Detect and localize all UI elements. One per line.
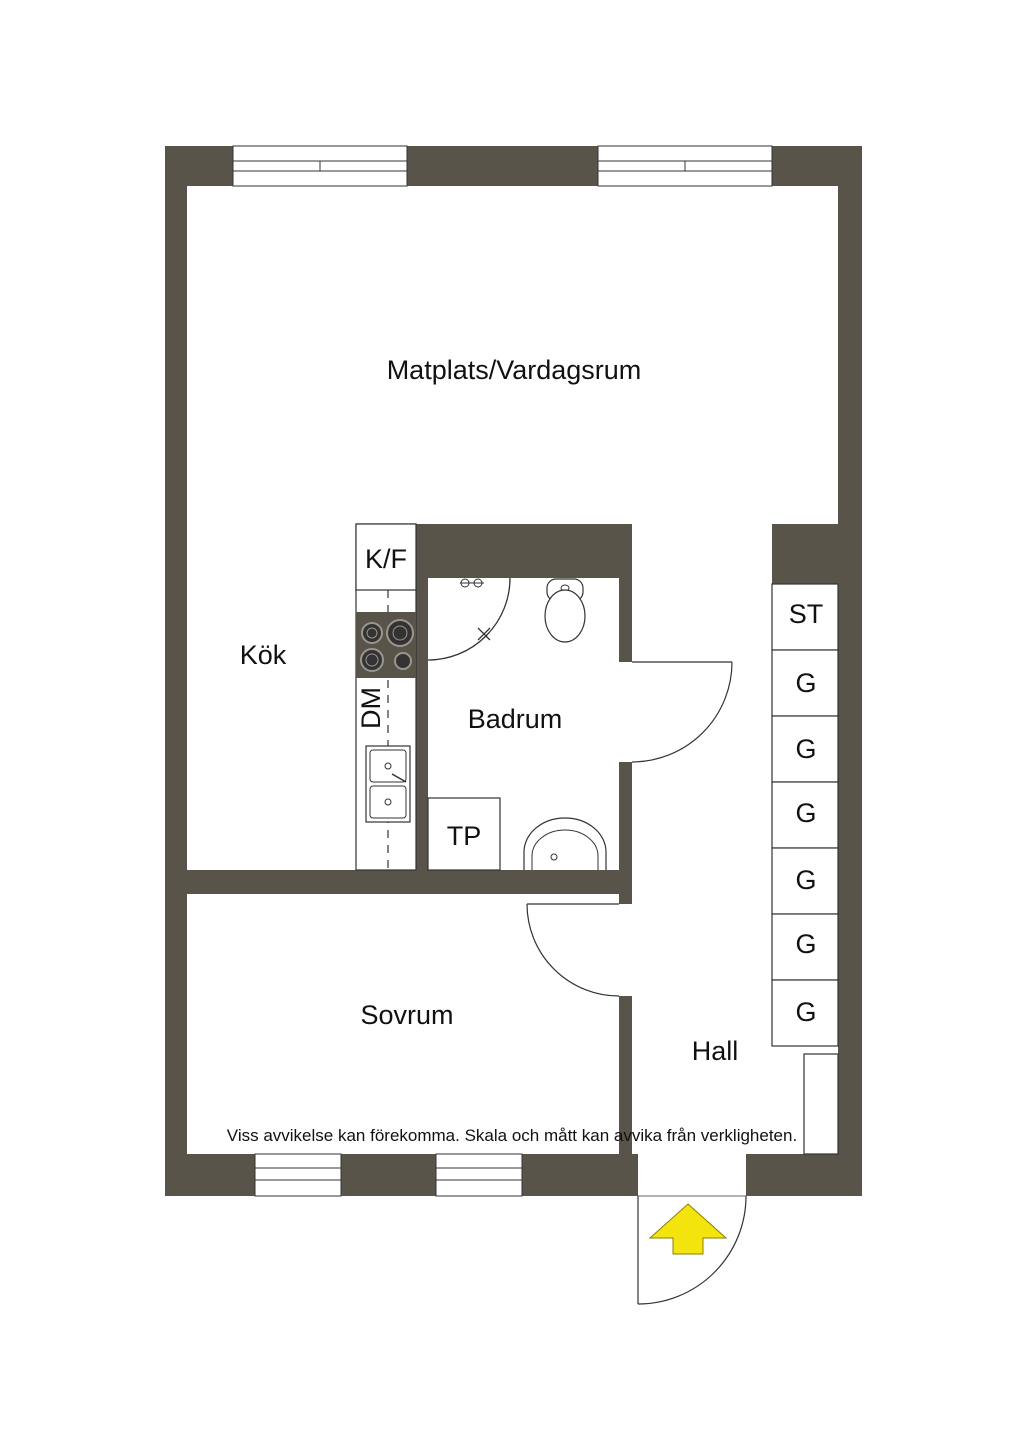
- interior-walls: [187, 524, 838, 1156]
- window-bottom-left: [254, 1153, 342, 1197]
- stove: [356, 612, 416, 678]
- fridge-freezer: K/F: [355, 523, 417, 591]
- disclaimer-text: Viss avvikelse kan förekomma. Skala och …: [226, 1126, 798, 1145]
- dryer: TP: [427, 797, 501, 871]
- washbasin: [523, 817, 607, 870]
- window-top-left: [232, 145, 408, 187]
- wardrobe-label: G: [795, 668, 816, 698]
- room-label-hall: Hall: [692, 1036, 739, 1066]
- cabinet-top-label: ST: [789, 599, 824, 629]
- shower: [427, 577, 511, 661]
- window-top-right: [597, 145, 773, 187]
- storage-cabinets: ST G G G G G G: [771, 583, 839, 1155]
- bathroom-door: [631, 661, 733, 763]
- fridge-freezer-label: K/F: [365, 544, 407, 574]
- wardrobe-label: G: [795, 865, 816, 895]
- kitchen-sink: [365, 745, 411, 823]
- room-label-kitchen: Kök: [240, 640, 287, 670]
- wardrobe-label: G: [795, 929, 816, 959]
- room-label-bedroom: Sovrum: [360, 1000, 453, 1030]
- room-label-bathroom: Badrum: [468, 704, 563, 734]
- wardrobe-label: G: [795, 734, 816, 764]
- dryer-label: TP: [447, 821, 482, 851]
- entrance-arrow-icon: [648, 1203, 728, 1255]
- dishwasher-label: DM: [356, 687, 386, 729]
- wardrobe-label: G: [795, 798, 816, 828]
- window-bottom-right: [435, 1153, 523, 1197]
- outer-walls: [165, 146, 862, 1196]
- wardrobe-label: G: [795, 997, 816, 1027]
- room-label-living: Matplats/Vardagsrum: [387, 355, 642, 385]
- entrance-door: [637, 1195, 747, 1305]
- bedroom-door: [526, 903, 620, 997]
- toilet: [544, 578, 586, 643]
